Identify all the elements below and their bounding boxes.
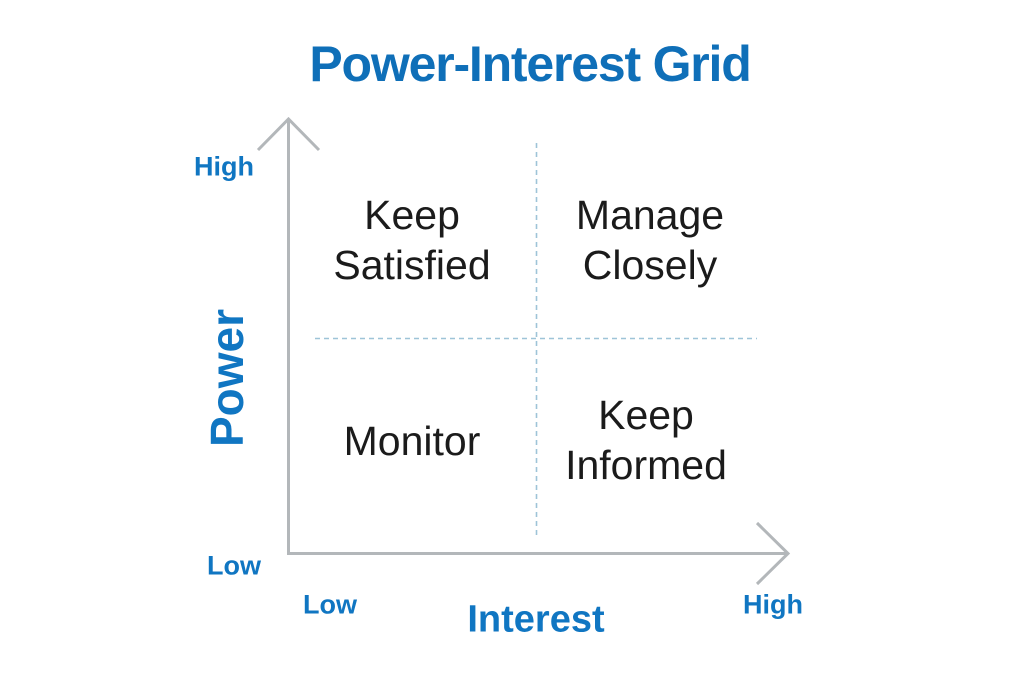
x-axis-title: Interest <box>467 598 605 641</box>
x-axis-arrowhead-icon <box>755 521 791 586</box>
y-axis-title: Power <box>201 308 253 448</box>
quadrant-keep-informed: Keep Informed <box>565 391 727 488</box>
diagram-title: Power-Interest Grid <box>309 36 751 92</box>
y-axis-arrowhead-icon <box>256 116 321 152</box>
quadrant-monitor: Monitor <box>343 417 481 464</box>
quadrant-manage-closely: Manage Closely <box>575 191 725 288</box>
quadrant-keep-satisfied: Keep Satisfied <box>333 191 491 288</box>
y-axis-low-label: Low <box>207 550 261 581</box>
x-axis-high-label: High <box>743 589 803 620</box>
x-axis-low-label: Low <box>303 589 357 620</box>
y-axis-high-label: High <box>194 151 254 182</box>
